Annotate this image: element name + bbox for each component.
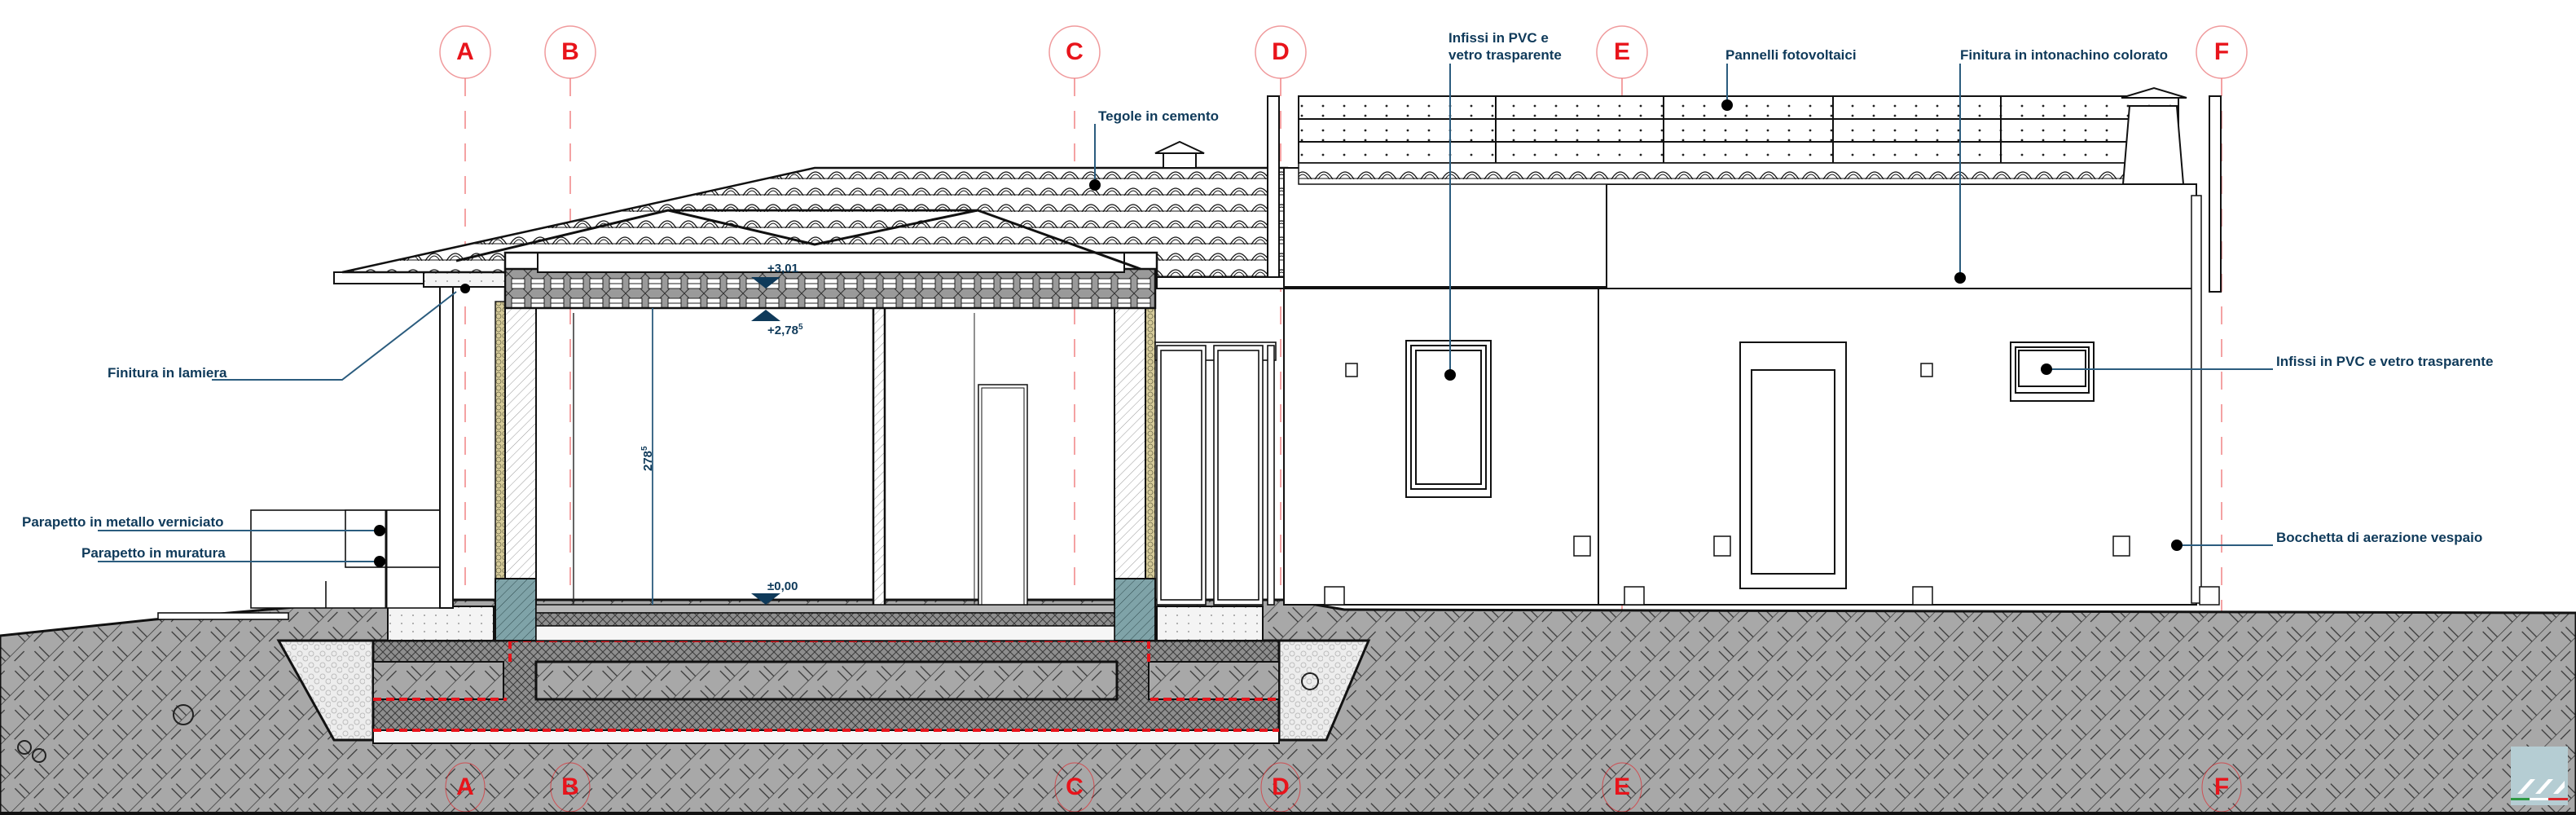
foundation-void bbox=[534, 660, 1119, 701]
upper-volume bbox=[1283, 167, 1607, 288]
partition-wall bbox=[872, 300, 886, 642]
label-bocchetta-aerazione: Bocchetta di aerazione vespaio bbox=[2276, 530, 2483, 545]
label-finitura-intonachino: Finitura in intonachino colorato bbox=[1960, 47, 2168, 63]
dimension-height-label: 2785 bbox=[640, 446, 655, 471]
parapet-left bbox=[157, 509, 447, 620]
lean-concrete bbox=[372, 729, 1280, 744]
insulation-right bbox=[1145, 301, 1156, 579]
grid-marker-a-top: A bbox=[456, 38, 474, 65]
level-label-floor: ±0,00 bbox=[767, 579, 798, 593]
level-ceiling-value: +2,78 bbox=[767, 324, 798, 337]
porch-glazing bbox=[1154, 341, 1277, 606]
window-right bbox=[2010, 341, 2095, 402]
grid-axes-top bbox=[439, 25, 2248, 807]
label-tegole-cemento: Tegole in cemento bbox=[1098, 108, 1219, 124]
level-label-top: +3,01 bbox=[767, 262, 798, 275]
grid-marker-a-bottom: A bbox=[456, 773, 474, 800]
grid-marker-c-top: C bbox=[1066, 38, 1084, 65]
wall-left bbox=[504, 301, 537, 579]
roof-vent bbox=[1154, 140, 1205, 169]
grid-marker-c-bottom: C bbox=[1066, 773, 1084, 800]
label-infissi-right: Infissi in PVC e vetro trasparente bbox=[2276, 354, 2494, 369]
dimension-height-value: 278 bbox=[641, 450, 655, 471]
label-pannelli-fotovoltaici: Pannelli fotovoltaici bbox=[1725, 47, 1857, 63]
door-right bbox=[1739, 341, 1847, 589]
level-label-ceiling: +2,785 bbox=[767, 321, 803, 337]
logo-flag-stripe bbox=[2511, 798, 2568, 800]
wall-right bbox=[1114, 301, 1146, 579]
roof-slab bbox=[503, 267, 1157, 310]
leader-lines bbox=[98, 64, 2273, 562]
label-parapetto-metallo: Parapetto in metallo verniciato bbox=[22, 514, 224, 530]
leader-dots bbox=[374, 99, 2183, 567]
grid-marker-d-top: D bbox=[1272, 38, 1290, 65]
label-infissi-top-line2: vetro trasparente bbox=[1448, 47, 1562, 63]
logo-stripes-icon bbox=[2517, 779, 2565, 794]
pv-panels bbox=[1298, 95, 2179, 164]
dimension-height-sup: 5 bbox=[640, 446, 649, 451]
company-logo bbox=[2511, 747, 2568, 805]
grid-marker-b-bottom: B bbox=[561, 773, 579, 800]
floor-screed bbox=[535, 612, 1115, 627]
insulation-left bbox=[495, 301, 506, 579]
grid-marker-b-top: B bbox=[561, 38, 579, 65]
grid-marker-f-top: F bbox=[2213, 38, 2230, 65]
grid-marker-e-bottom: E bbox=[1613, 773, 1630, 800]
label-parapetto-muratura: Parapetto in muratura bbox=[81, 545, 226, 561]
label-infissi-top-line1: Infissi in PVC e bbox=[1448, 30, 1549, 46]
grid-marker-e-top: E bbox=[1613, 38, 1630, 65]
level-markers bbox=[751, 277, 780, 605]
grid-marker-f-bottom: F bbox=[2213, 773, 2230, 800]
window-left bbox=[1405, 340, 1492, 498]
vent-grilles bbox=[1324, 535, 2220, 606]
grid-marker-d-bottom: D bbox=[1272, 773, 1290, 800]
floor-finish bbox=[535, 604, 1115, 614]
level-ceiling-sup: 5 bbox=[798, 323, 803, 332]
chimney bbox=[2121, 105, 2185, 185]
interior-door bbox=[978, 384, 1028, 606]
label-finitura-lamiera: Finitura in lamiera bbox=[108, 365, 227, 381]
